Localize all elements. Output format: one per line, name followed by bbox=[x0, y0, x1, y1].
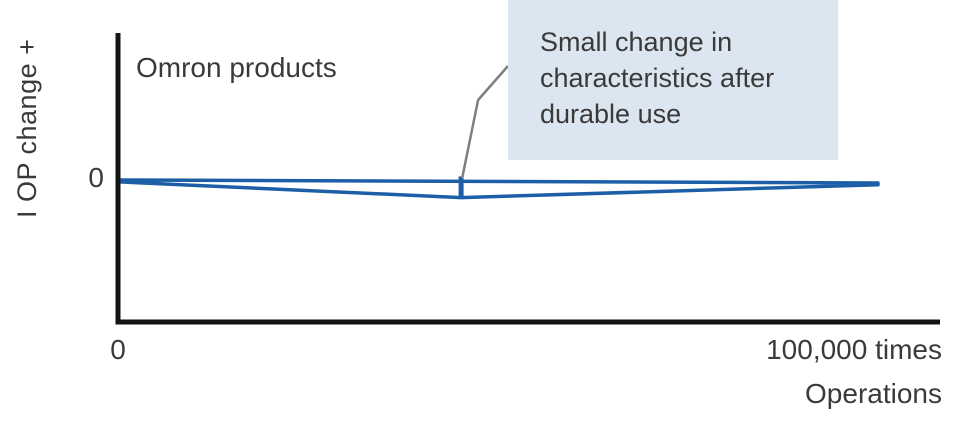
data-band-line bbox=[118, 178, 880, 200]
callout-box: Small change in characteristics after du… bbox=[508, 0, 838, 160]
y-tick-zero: 0 bbox=[88, 162, 104, 193]
y-axis-label: I OP change + bbox=[12, 38, 42, 218]
chart-title: Omron products bbox=[136, 52, 337, 83]
x-tick-zero: 0 bbox=[110, 334, 126, 365]
callout-text: Small change in characteristics after du… bbox=[540, 27, 775, 129]
x-tick-max: 100,000 times bbox=[766, 334, 942, 365]
leader-line bbox=[460, 65, 509, 179]
x-axis-label: Operations bbox=[805, 378, 942, 409]
